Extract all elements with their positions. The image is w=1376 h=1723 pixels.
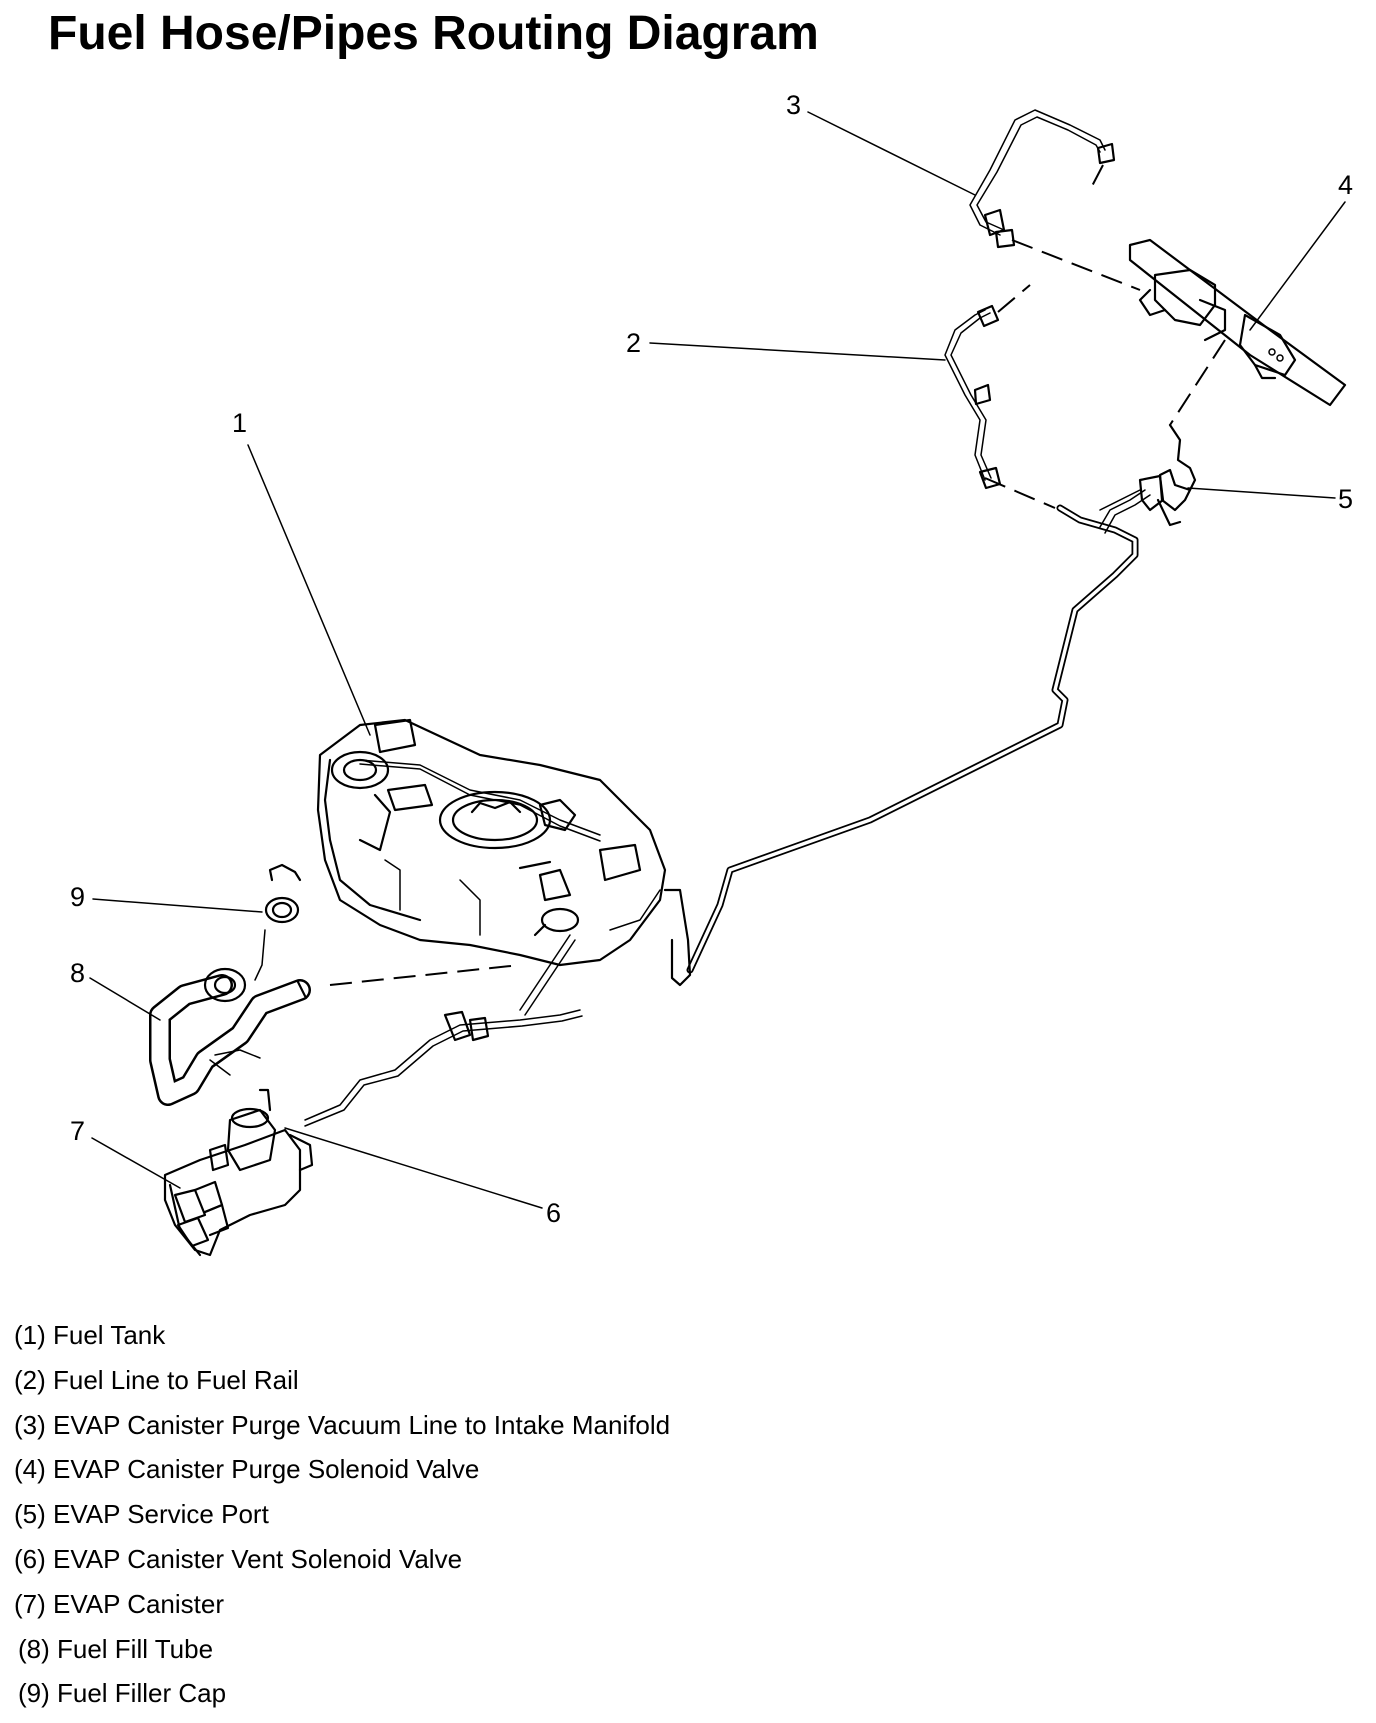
evap-canister <box>163 1088 314 1257</box>
legend-item-purge-solenoid-valve: (4) EVAP Canister Purge Solenoid Valve <box>14 1454 480 1485</box>
legend-item-service-port: (5) EVAP Service Port <box>14 1499 269 1530</box>
legend-item-purge-vacuum-line: (3) EVAP Canister Purge Vacuum Line to I… <box>14 1409 671 1440</box>
purge-solenoid-valve <box>1128 238 1347 426</box>
callout-labels: 1 2 3 4 5 6 7 8 9 <box>70 90 1353 1228</box>
parts-legend: (1) Fuel Tank (2) Fuel Line to Fuel Rail… <box>14 1320 670 1723</box>
diagram-title: Fuel Hose/Pipes Routing Diagram <box>48 7 819 60</box>
callout-3: 3 <box>786 90 801 120</box>
legend-item-fuel-tank: (1) Fuel Tank <box>14 1320 166 1350</box>
callout-4: 4 <box>1338 170 1353 200</box>
evap-service-port <box>1099 423 1197 527</box>
callout-5: 5 <box>1338 484 1353 514</box>
legend-item-fuel-fill-tube: (8) Fuel Fill Tube <box>18 1633 214 1664</box>
vent-solenoid-line <box>304 1009 583 1127</box>
fuel-pipe-bundle <box>686 477 1151 974</box>
callout-9: 9 <box>70 882 85 912</box>
evap-purge-vacuum-line <box>969 109 1141 291</box>
callout-8: 8 <box>70 958 85 988</box>
routing-diagram: 1 2 3 4 5 6 7 8 9 <box>70 90 1353 1257</box>
callout-1: 1 <box>232 408 247 438</box>
fuel-tank <box>316 718 692 1016</box>
fuel-line-to-fuel-rail <box>944 284 1031 490</box>
fuel-fill-tube <box>149 964 521 1106</box>
leader-lines <box>89 111 1346 1209</box>
legend-item-evap-canister: (7) EVAP Canister <box>14 1588 225 1619</box>
legend-item-fuel-line: (2) Fuel Line to Fuel Rail <box>14 1364 299 1395</box>
callout-7: 7 <box>70 1116 85 1146</box>
callout-2: 2 <box>626 328 641 358</box>
legend-item-fuel-filler-cap: (9) Fuel Filler Cap <box>18 1678 227 1709</box>
fuel-filler-cap <box>254 863 302 981</box>
legend-item-vent-solenoid-valve: (6) EVAP Canister Vent Solenoid Valve <box>14 1543 463 1574</box>
callout-6: 6 <box>546 1198 561 1228</box>
